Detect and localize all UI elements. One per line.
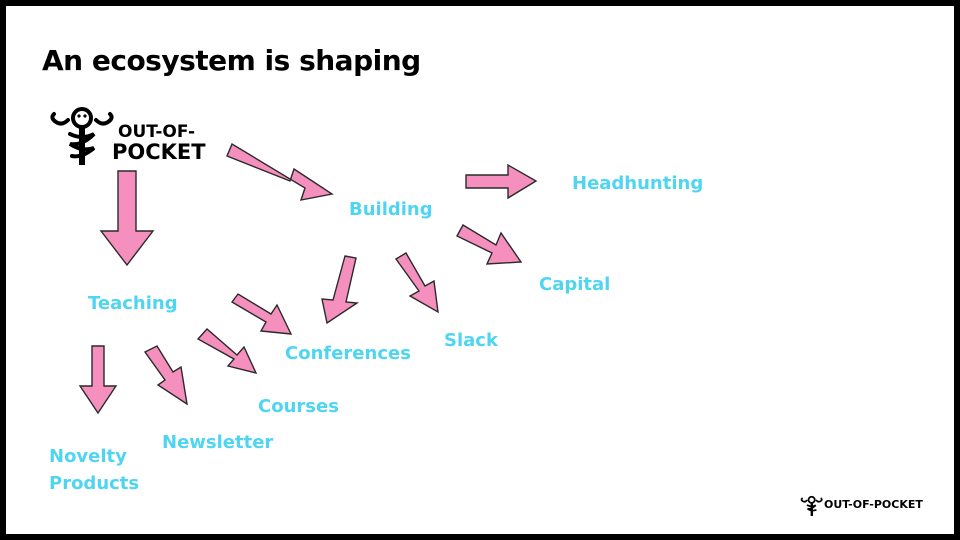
footer-logo: OUT-OF-POCKET — [800, 493, 945, 519]
arrow-building-to-conferences — [321, 255, 360, 325]
node-capital: Capital — [539, 274, 611, 295]
arrow-logo-to-building — [226, 142, 334, 201]
node-newsletter: Newsletter — [162, 432, 274, 453]
caduceus-logo-icon — [50, 107, 114, 165]
arrow-teaching-to-novelty — [78, 345, 118, 415]
logo-line2: POCKET — [112, 140, 206, 164]
slide: An ecosystem is shaping OUT-OF- POCKET — [6, 6, 954, 534]
arrow-layer — [78, 142, 538, 415]
node-building: Building — [349, 199, 433, 220]
node-courses: Courses — [258, 396, 339, 417]
arrow-logo-to-teaching — [99, 170, 155, 267]
arrow-teaching-to-newsletter — [143, 345, 188, 406]
node-teaching: Teaching — [88, 293, 178, 314]
arrow-building-to-slack — [394, 252, 439, 314]
footer-logo-text: OUT-OF-POCKET — [824, 498, 923, 511]
arrow-teaching-to-conferences — [230, 293, 293, 335]
logo-line1: OUT-OF- — [118, 122, 196, 142]
out-of-pocket-logo: OUT-OF- POCKET — [48, 104, 218, 168]
caduceus-logo-icon — [800, 495, 823, 516]
arrow-building-to-headhunting — [465, 163, 538, 200]
node-conferences: Conferences — [285, 343, 411, 364]
node-novelty-line1: Novelty — [49, 446, 127, 467]
node-slack: Slack — [444, 330, 498, 351]
node-novelty-line2: Products — [49, 473, 140, 494]
node-novelty-products: Novelty Products — [49, 443, 139, 497]
node-headhunting: Headhunting — [572, 173, 704, 194]
slide-title: An ecosystem is shaping — [42, 44, 421, 77]
arrow-building-to-capital — [456, 224, 523, 265]
arrow-teaching-to-courses — [196, 328, 258, 375]
